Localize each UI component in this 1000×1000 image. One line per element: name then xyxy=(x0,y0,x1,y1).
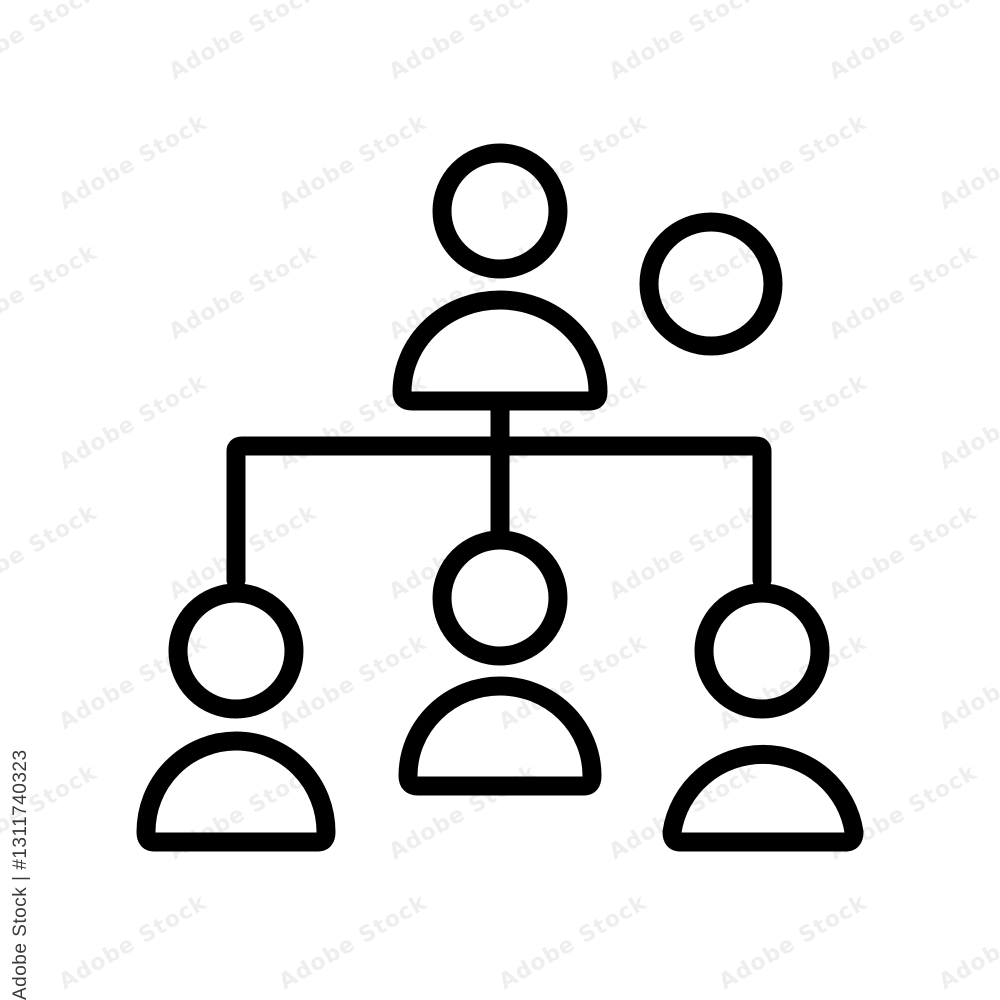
right-person-icon xyxy=(662,583,864,852)
hierarchy-connector xyxy=(226,400,772,590)
center-person-icon xyxy=(398,530,602,796)
stock-id-label: Adobe Stock | #1311740323 xyxy=(10,749,31,1000)
top-person-icon xyxy=(392,143,608,411)
top-person-head xyxy=(432,143,568,279)
top-person-body xyxy=(392,290,608,411)
extra-circle xyxy=(639,212,783,356)
left-person-icon xyxy=(136,583,336,852)
